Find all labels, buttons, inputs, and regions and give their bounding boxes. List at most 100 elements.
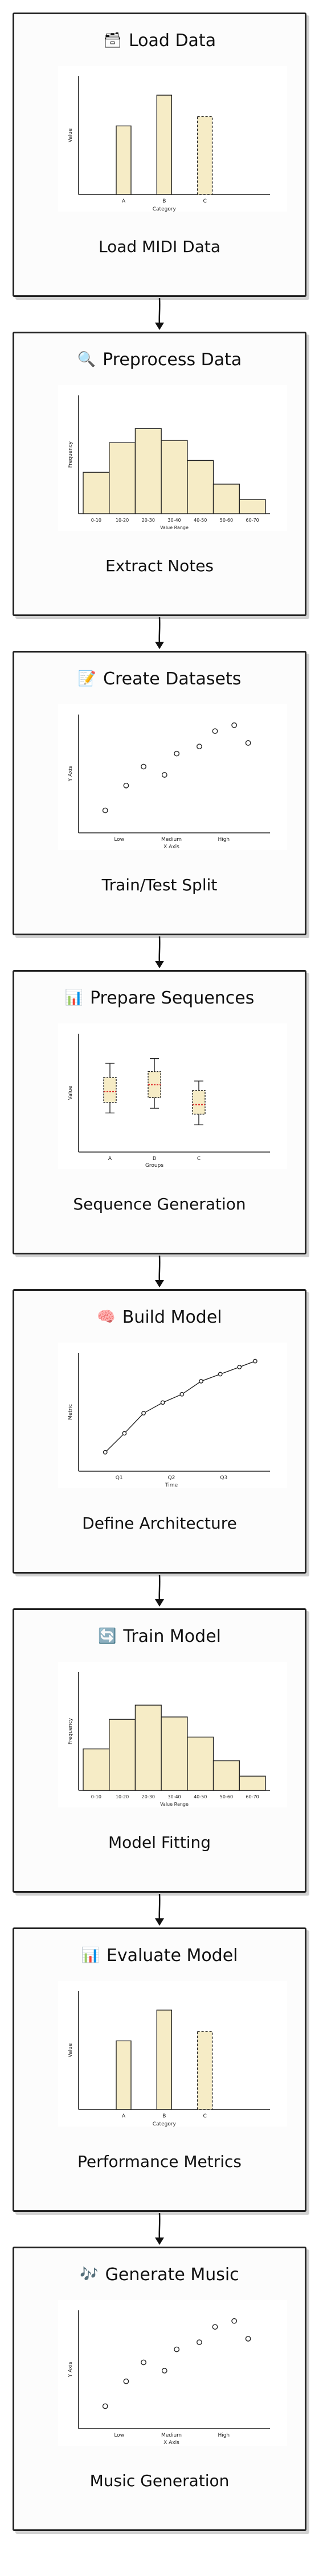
data-point [197,2339,202,2346]
data-point [212,2324,218,2330]
x-tick-label: B [153,1156,156,1162]
bar [156,2009,173,2110]
x-axis-label: Value Range [160,1802,189,1807]
flow-arrow [155,936,164,968]
x-tick-label: High [218,2433,230,2438]
data-point [179,1392,185,1397]
x-tick-label: Low [114,2433,124,2438]
x-tick-label: 0-10 [91,518,101,523]
x-tick-label: Medium [161,2433,182,2438]
data-point [161,2368,167,2373]
data-point [174,2346,180,2352]
bar [156,94,173,195]
x-tick-label: 60-70 [246,518,259,523]
stage-subtitle: Model Fitting [108,1833,211,1852]
stage-title: 🗃 Load Data [14,29,305,52]
data-point [141,763,146,770]
x-tick-label: A [122,199,126,204]
stage-subtitle: Extract Notes [105,556,214,575]
flow-arrow [155,1575,164,1607]
data-point [197,744,202,750]
histogram-bar [212,1760,240,1791]
stage-subtitle: Performance Metrics [77,2152,242,2171]
stage-title-text: Train Model [123,1626,221,1646]
histogram-bar [239,499,266,514]
histogram-bar [134,1704,162,1791]
card-index-icon: 🗃 [103,32,122,49]
y-axis-label: Value [68,2043,73,2057]
x-tick-label: 10-20 [116,518,129,523]
x-tick-label: High [218,837,230,843]
data-point [103,1450,108,1455]
data-point [160,1400,165,1405]
flow-arrow [155,1256,164,1287]
x-tick-label: Medium [161,837,182,843]
histogram-bar [161,440,188,514]
x-tick-label: C [203,199,206,204]
histogram-bar [187,1736,214,1791]
bar [116,125,132,195]
data-point [102,807,108,814]
x-tick-label: 60-70 [246,1794,259,1799]
memo-icon: 📝 [77,670,97,687]
x-axis-label: Category [153,207,177,212]
stage-title-text: Preprocess Data [103,349,242,370]
x-tick-label: A [108,1156,112,1162]
stage-title: 📊Prepare Sequences [14,986,305,1009]
music-notes-icon: 🎶 [80,2266,99,2283]
stage-title-text: Load Data [128,30,216,51]
box [103,1077,117,1103]
magnifier-icon: 🔍 [77,351,96,368]
x-tick-label: 50-60 [220,518,233,523]
stage-title: 🧠Build Model [14,1306,305,1328]
data-point [212,728,218,734]
y-axis-label: Metric [68,1404,73,1420]
x-axis-label: Value Range [160,525,189,530]
stage-subtitle: Load MIDI Data [98,237,221,256]
y-axis-label: Y Axis [68,2362,73,2377]
y-axis-label: Frequency [68,441,73,468]
y-axis-label: Value [68,1085,73,1100]
box [192,1090,206,1115]
data-point [245,740,251,746]
x-tick-label: B [162,2113,166,2119]
data-point [161,772,167,778]
y-axis-label: Frequency [68,1718,73,1744]
stage-title-text: Prepare Sequences [89,988,255,1008]
flow-arrow [155,1894,164,1926]
brain-icon: 🧠 [97,1308,116,1326]
x-tick-label: 0-10 [91,1794,101,1799]
data-point [231,2318,238,2324]
histogram-bar [212,484,240,514]
flow-arrow [155,298,164,330]
stage-title: 📊Evaluate Model [14,1944,305,1967]
data-point [174,750,180,757]
x-axis-label: Time [165,1483,178,1488]
data-point [237,1365,242,1369]
data-point [245,2336,251,2342]
x-tick-label: Q1 [116,1475,123,1481]
data-point [199,1379,203,1384]
stage-title: 🔍 Preprocess Data [14,348,305,371]
histogram-bar [187,460,214,514]
x-tick-label: C [203,2113,206,2119]
data-point [122,1431,127,1436]
histogram-bar [239,1776,266,1791]
stage-title: 🔄Train Model [14,1625,305,1648]
